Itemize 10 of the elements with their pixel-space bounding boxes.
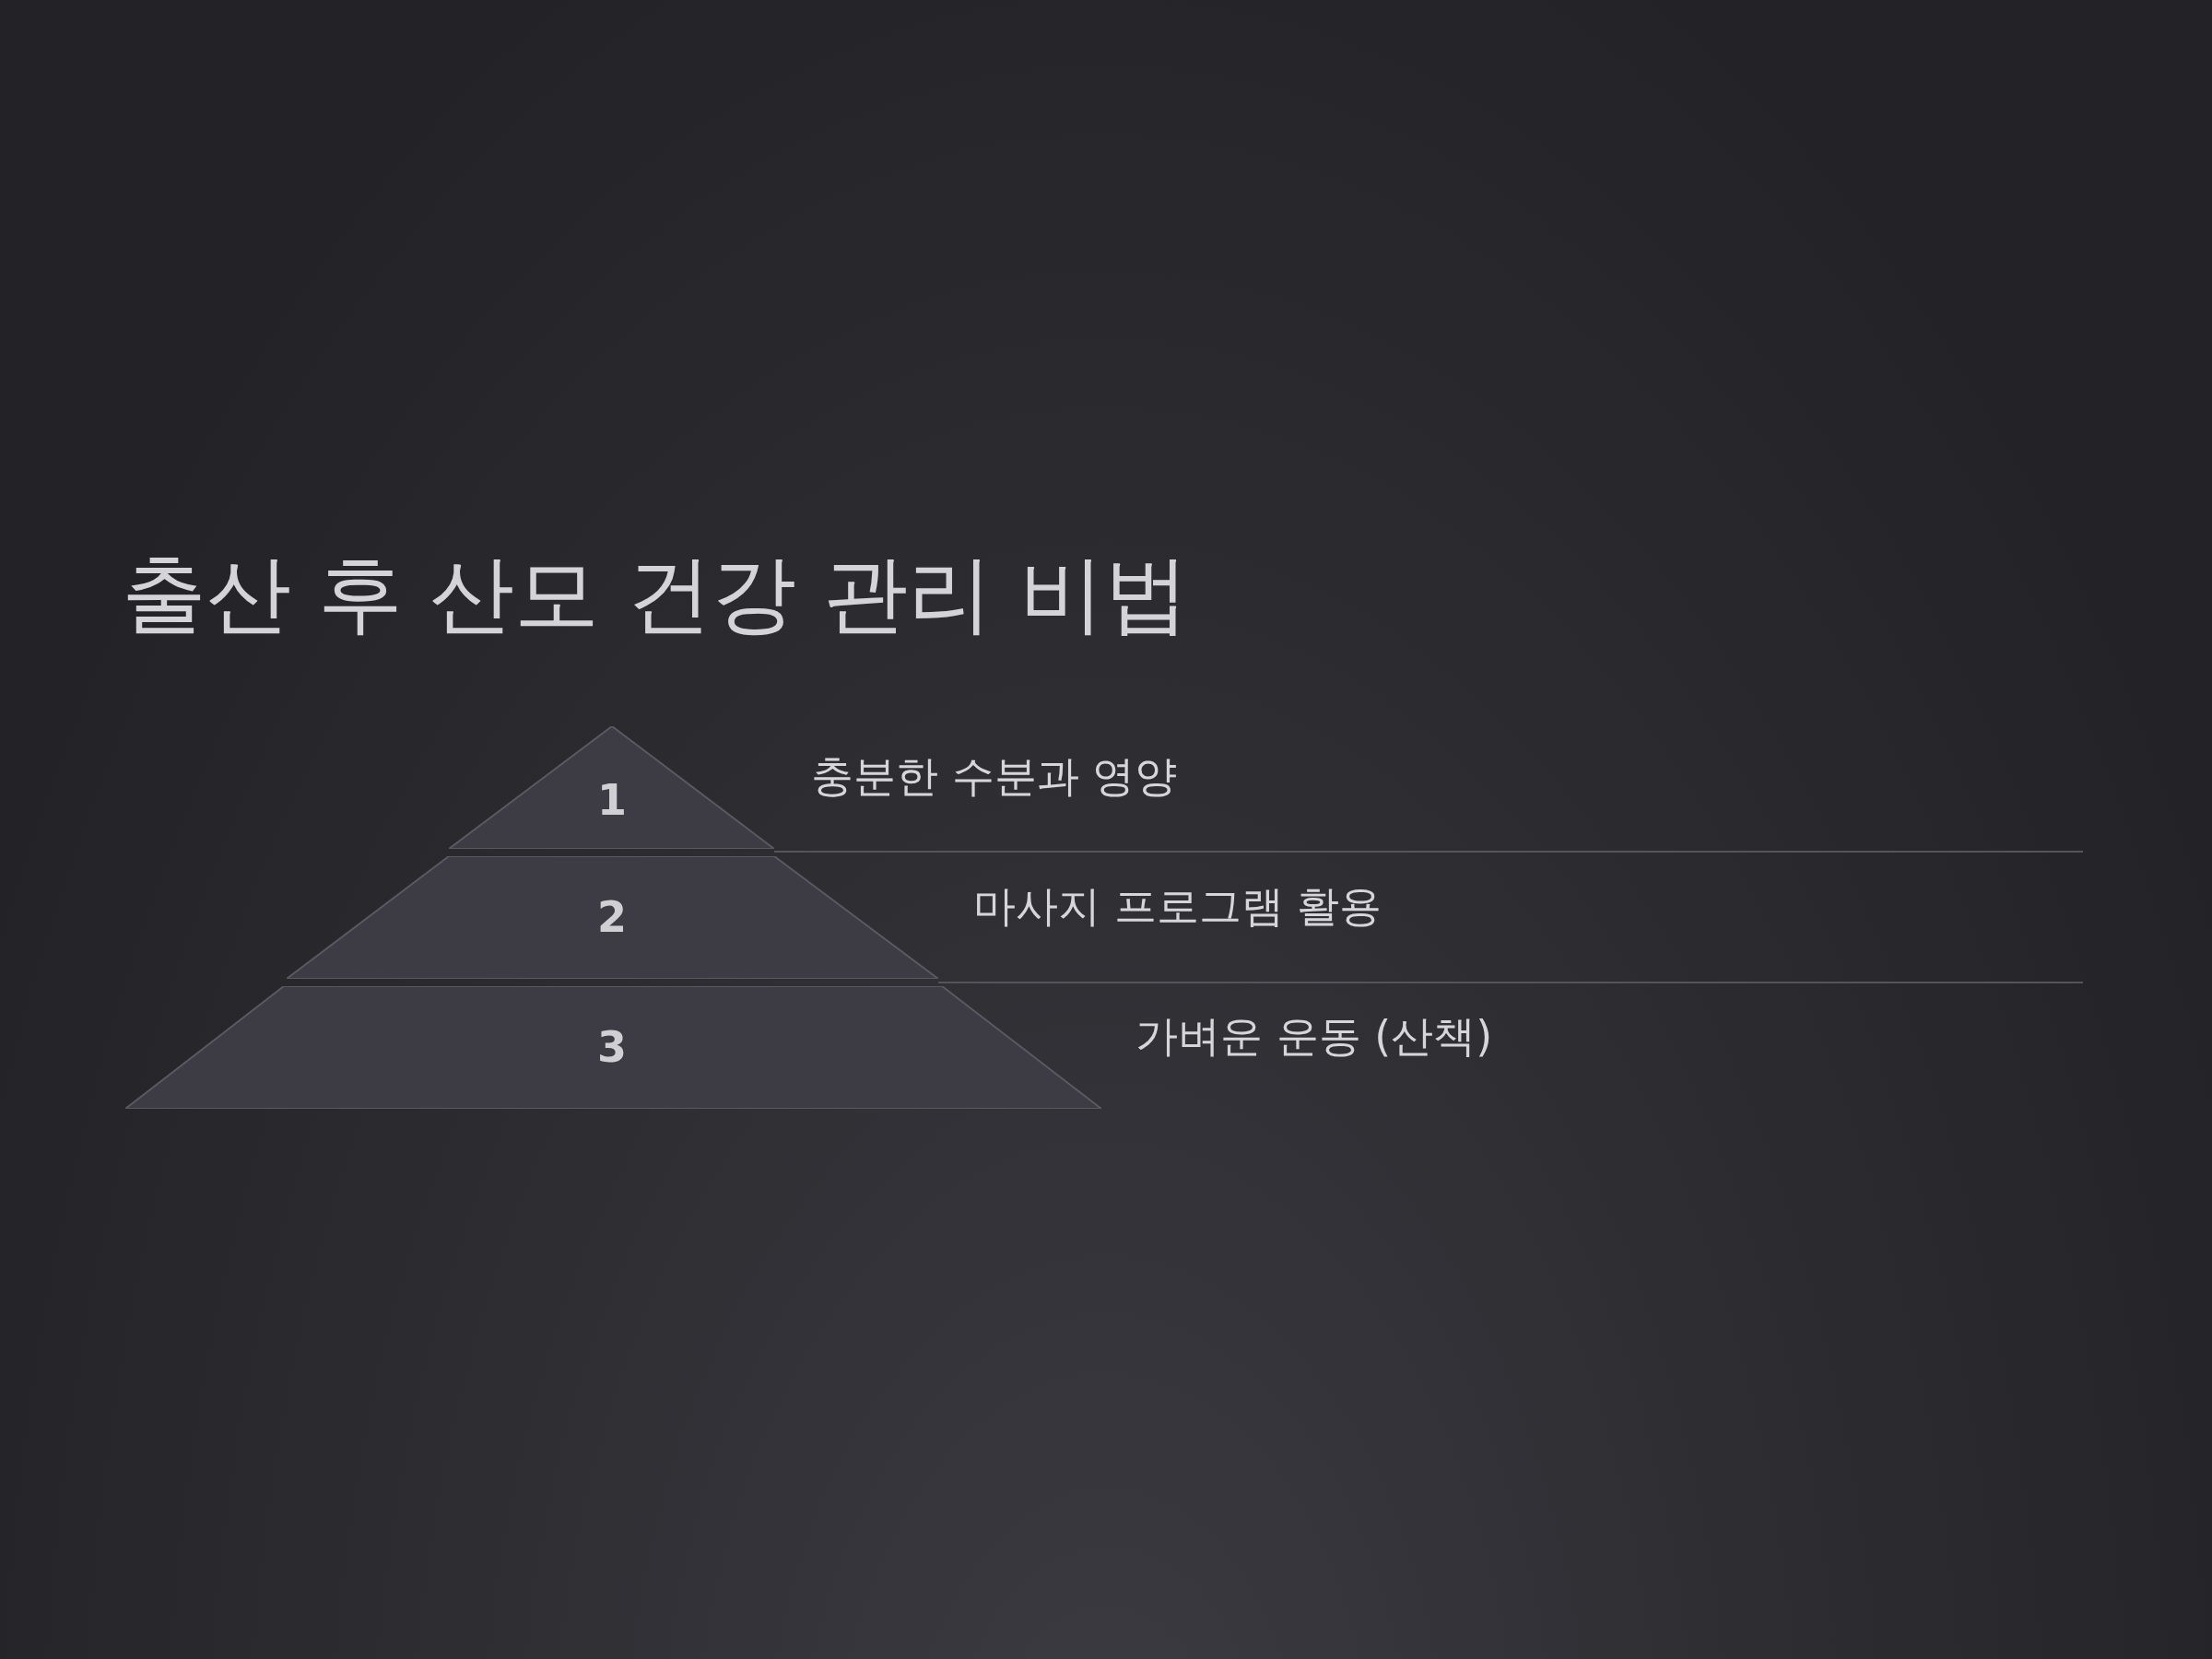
layer-label: 충분한 수분과 영양 — [811, 749, 1178, 803]
layer-number: 3 — [597, 1022, 627, 1072]
pyramid-layer — [125, 986, 1101, 1109]
layer-label: 가벼운 운동 (산책) — [1135, 1009, 1493, 1063]
layer-number: 2 — [597, 892, 627, 942]
pyramid-layer — [287, 856, 938, 979]
layer-label: 마사지 프로그램 활용 — [973, 879, 1382, 933]
layer-number: 1 — [597, 775, 627, 825]
pyramid-layer — [449, 726, 774, 849]
title: 출산 후 산모 건강 관리 비법 — [122, 544, 1190, 645]
